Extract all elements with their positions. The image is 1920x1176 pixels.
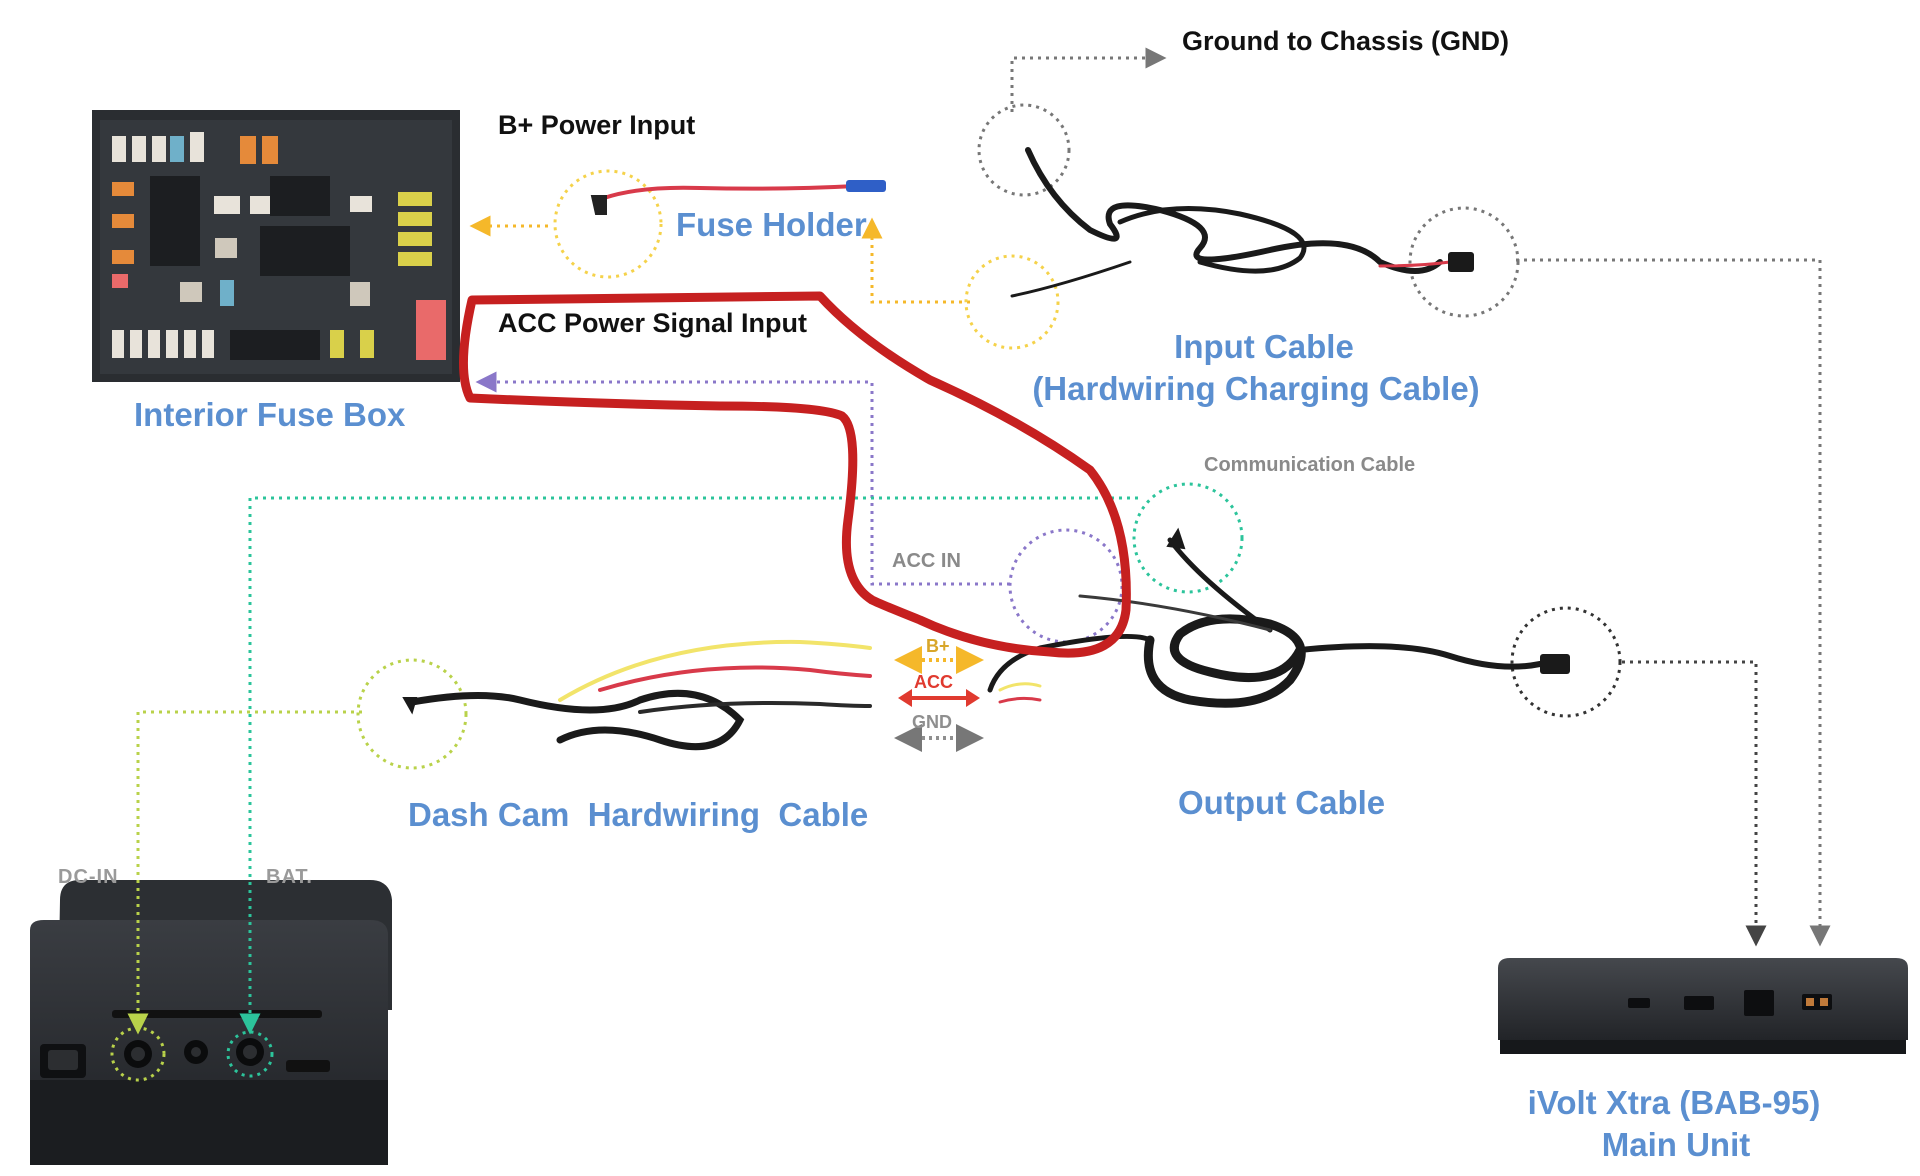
acc-signal-arrowheads: [898, 689, 980, 707]
fuse-holder-terminal: [846, 180, 886, 192]
communication-cable-wire: [1167, 537, 1273, 633]
dash-cam-black-wire: [638, 701, 872, 714]
input-cable-red-wire: [1378, 260, 1452, 268]
acc-in-wire: [1078, 594, 1272, 632]
interior-fuse-box-image: [92, 110, 460, 382]
fuse-holder-circle: [553, 169, 663, 279]
output-yellow-wire: [998, 682, 1042, 692]
dash-cam-device-image: [30, 880, 392, 1165]
input-to-unit-line: [1516, 258, 1831, 947]
dc-in-port-label: DC-IN: [58, 866, 119, 888]
dash-cam-red-wire: [598, 665, 872, 692]
input-cable-coil: [1025, 147, 1443, 274]
output-to-unit-line: [1622, 660, 1767, 947]
acc-signal-label: ACC: [914, 672, 953, 692]
hardwiring-charging-cable-label: (Hardwiring Charging Cable): [1032, 370, 1480, 407]
b-plus-power-input-label: B+ Power Input: [498, 110, 696, 140]
dash-cam-yellow-wire: [558, 639, 872, 702]
input-connector-circle: [1408, 206, 1520, 318]
communication-plug: [1166, 527, 1186, 550]
acc-in-connector-circle: [1008, 528, 1124, 644]
gnd-terminal-circle: [977, 103, 1071, 197]
dash-cam-plug: [402, 697, 418, 715]
bat-port-label: BAT.: [266, 866, 313, 888]
input-cable-label: Input Cable: [1174, 328, 1354, 365]
dash-cam-cable-coil: [408, 689, 745, 751]
communication-line: [239, 496, 1138, 1035]
gnd-connection-line: [1010, 47, 1167, 112]
gnd-signal-label: GND: [912, 712, 952, 732]
interior-fuse-box-label: Interior Fuse Box: [134, 396, 406, 433]
acc-power-signal-input-label: ACC Power Signal Input: [498, 308, 808, 338]
ivolt-main-unit-image: [1498, 958, 1908, 1054]
dash-cam-hardwiring-cable-label: Dash Cam Hardwiring Cable: [408, 796, 869, 833]
output-red-wire: [998, 696, 1042, 704]
acc-in-label: ACC IN: [892, 550, 961, 572]
input-cable-b-plus-wire: [1010, 260, 1132, 298]
ground-to-chassis-label: Ground to Chassis (GND): [1182, 26, 1510, 56]
main-unit-model-label: iVolt Xtra (BAB-95): [1527, 1084, 1821, 1121]
fuse-holder-wire: [602, 184, 858, 200]
main-unit-label: Main Unit: [1601, 1126, 1751, 1163]
output-cable-connector: [1540, 654, 1570, 674]
b-plus-signal-label: B+: [926, 636, 950, 656]
output-connector-circle: [1510, 606, 1622, 718]
output-cable-coil: [1143, 614, 1306, 708]
output-cable-label: Output Cable: [1178, 784, 1386, 821]
output-cable-tail: [1297, 643, 1543, 670]
input-b-plus-line: [861, 217, 970, 304]
dash-cam-plug-circle: [356, 658, 468, 770]
dc-in-line: [127, 710, 362, 1035]
fuse-holder-label: Fuse Holder: [676, 206, 867, 243]
communication-cable-label: Communication Cable: [1204, 454, 1416, 476]
input-cable-connector: [1448, 252, 1474, 272]
input-b-plus-circle: [964, 254, 1060, 350]
communication-connector-circle: [1132, 482, 1244, 594]
red-highlight-outline: [458, 291, 1131, 658]
fuse-holder-body: [590, 195, 607, 215]
input-cable-coil-2: [1117, 206, 1307, 274]
